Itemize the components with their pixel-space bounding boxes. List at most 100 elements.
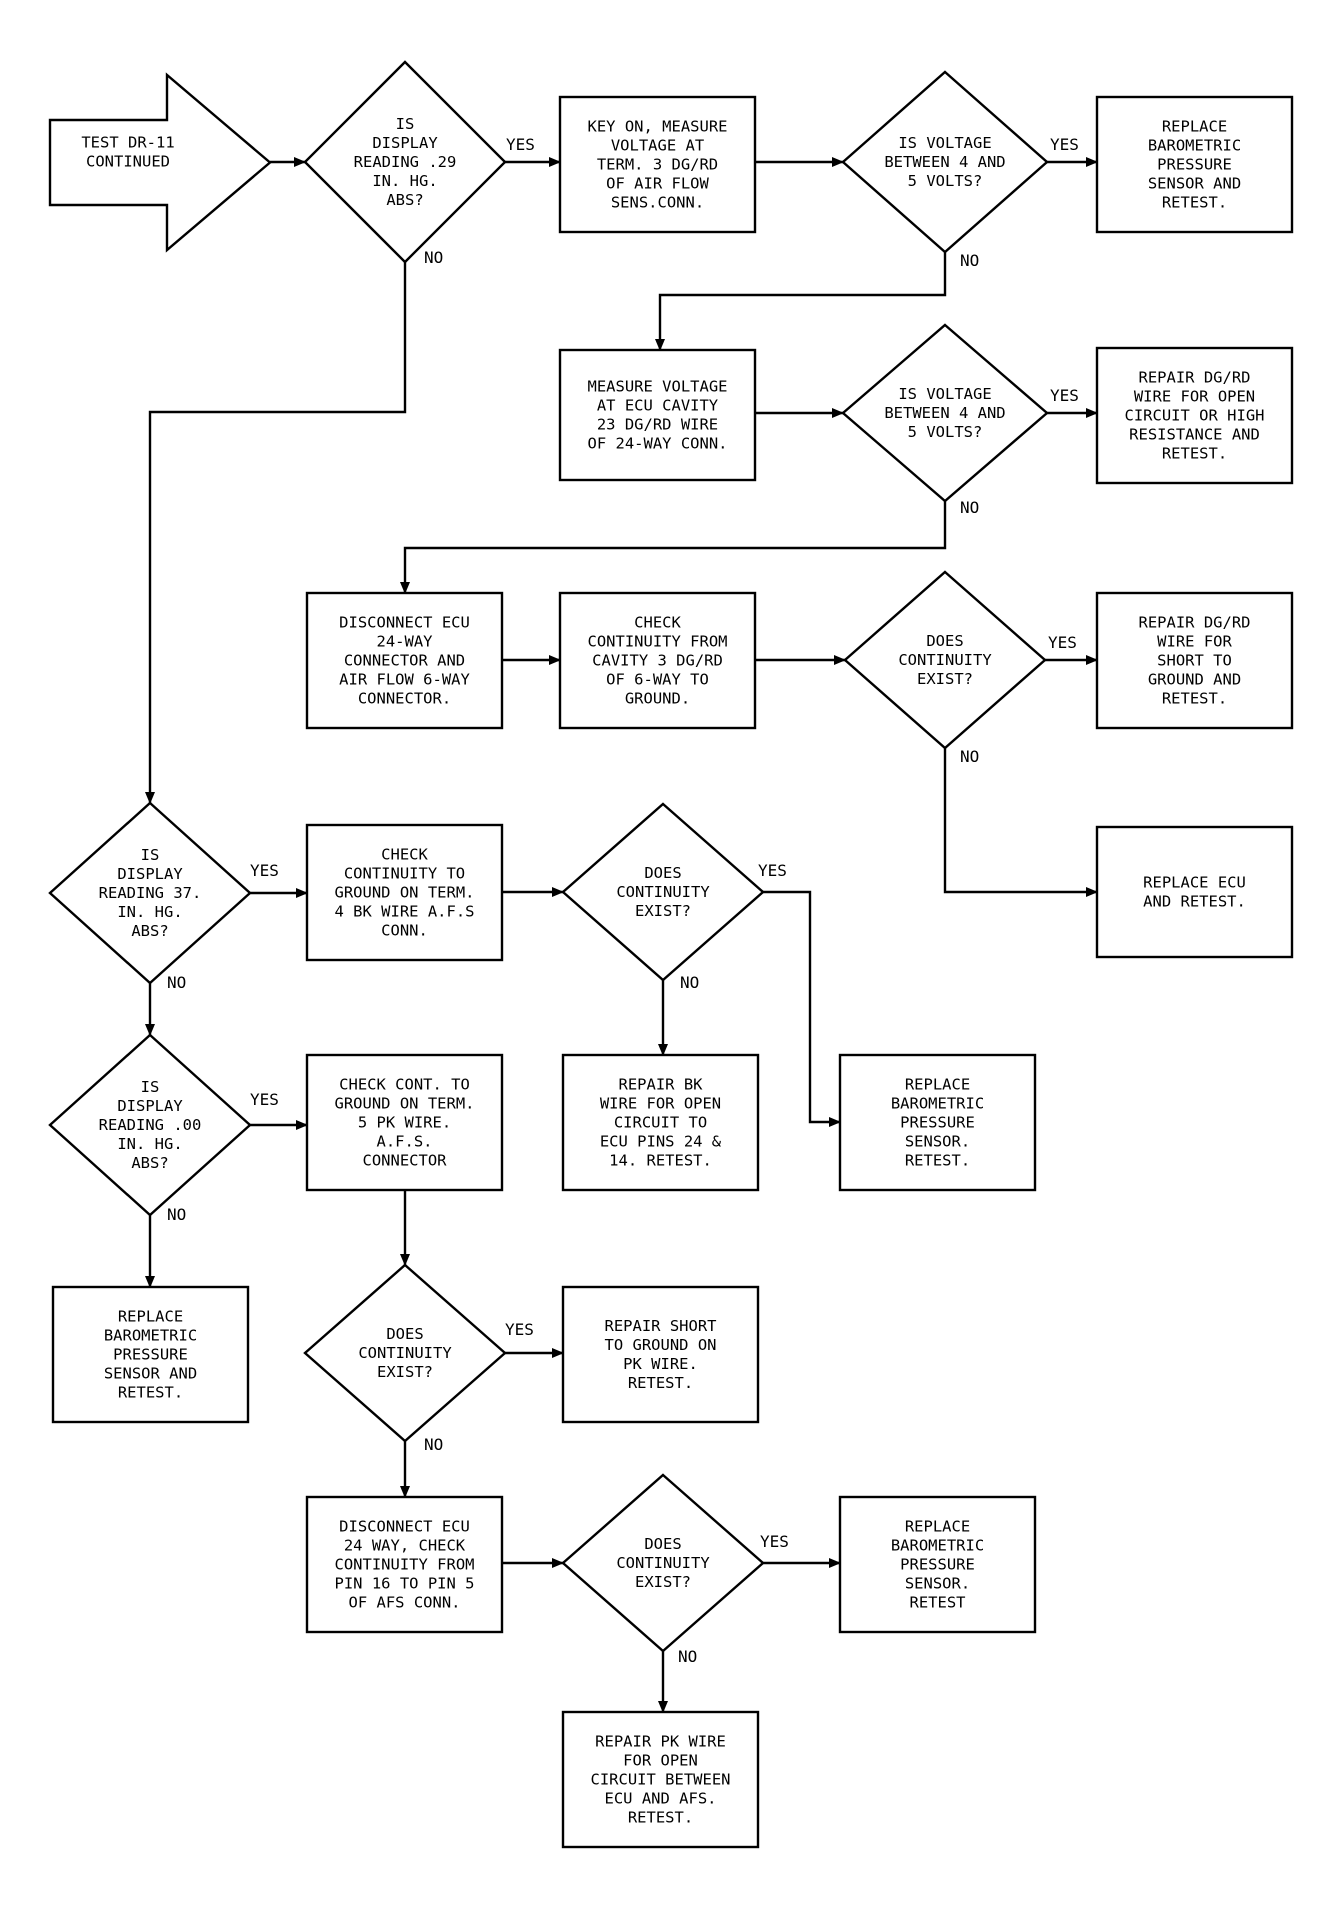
node-text-line: A.F.S. (377, 1133, 433, 1151)
node-text-line: CONTINUITY (616, 883, 710, 901)
node-text-line: CHECK (634, 614, 681, 632)
node-text-line: CAVITY 3 DG/RD (592, 652, 723, 670)
node-text-line: DOES (644, 864, 681, 882)
node-text-line: RETEST. (1162, 445, 1227, 463)
edge-voltage-1-no (655, 252, 947, 351)
yes-label-voltage-2: YES (1050, 386, 1079, 405)
node-text-line: IS VOLTAGE (898, 385, 991, 403)
edge-cont-2-yes (763, 890, 841, 1127)
node-text-line: WIRE FOR OPEN (600, 1095, 721, 1113)
node-text-line: BETWEEN 4 AND (884, 404, 1005, 422)
process-box (305, 1053, 504, 1192)
no-label-cont-1: NO (960, 747, 979, 766)
node-text-line: PRESSURE (113, 1346, 188, 1364)
node-text-line: RETEST. (1162, 194, 1227, 212)
node-text-line: REPLACE (1162, 118, 1227, 136)
node-text-line: DISCONNECT ECU (339, 1518, 470, 1536)
node-text-line: IN. HG. (117, 903, 182, 921)
process-box (1095, 95, 1294, 234)
node-text-line: REPAIR SHORT (605, 1317, 717, 1335)
node-text-line: IS (141, 1078, 160, 1096)
node-text-line: RETEST. (628, 1809, 693, 1827)
process-box (305, 591, 504, 730)
node-text-line: CIRCUIT OR HIGH (1125, 407, 1265, 425)
node-text-line: DOES (926, 632, 963, 650)
node-text-line: CHECK (381, 846, 428, 864)
node-text-line: REPLACE (905, 1518, 970, 1536)
no-label-display-00: NO (167, 1205, 186, 1224)
decision-diamond (561, 1473, 765, 1653)
node-text-line: DOES (644, 1535, 681, 1553)
node-text-line: SHORT TO (1157, 652, 1232, 670)
node-text-line: OF AIR FLOW (606, 175, 709, 193)
no-label-display-37: NO (167, 973, 186, 992)
node-text-line: CONTINUITY FROM (335, 1556, 475, 1574)
node-text-line: RETEST. (905, 1152, 970, 1170)
node-text-line: IS VOLTAGE (898, 134, 991, 152)
no-label-cont-4: NO (678, 1647, 697, 1666)
node-text-line: 14. RETEST. (609, 1152, 712, 1170)
node-text-line: READING .29 (354, 153, 457, 171)
edge-voltage-2-no (400, 501, 947, 594)
node-text-line: BAROMETRIC (891, 1537, 984, 1555)
yes-label-display-29: YES (506, 135, 535, 154)
node-text-line: BETWEEN 4 AND (884, 153, 1005, 171)
no-label-cont-2: NO (680, 973, 699, 992)
yes-label-display-00: YES (250, 1090, 279, 1109)
node-text-line: EXIST? (635, 1573, 691, 1591)
node-text-line: KEY ON, MEASURE (588, 118, 728, 136)
node-text-line: RESISTANCE AND (1129, 426, 1260, 444)
node-text-line: 24-WAY (377, 633, 434, 651)
node-text-line: 5 PK WIRE. (358, 1114, 451, 1132)
node-text-line: CONTINUITY TO (344, 865, 465, 883)
connectors (145, 157, 1098, 1713)
node-text-line: 24 WAY, CHECK (344, 1537, 466, 1555)
decision-diamond (303, 1263, 507, 1443)
node-text-line: IS (396, 115, 415, 133)
process-box (838, 1495, 1037, 1634)
decision-diamond (48, 801, 252, 985)
node-text-line: ABS? (131, 1154, 168, 1172)
node-text-line: CONTINUITY (898, 651, 992, 669)
node-text-line: EXIST? (377, 1363, 433, 1381)
node-text-line: REPLACE (905, 1076, 970, 1094)
node-text-line: SENSOR AND (104, 1365, 197, 1383)
node-text-line: 5 VOLTS? (908, 172, 983, 190)
node-text-line: GROUND ON TERM. (335, 884, 475, 902)
node-text-line: WIRE FOR OPEN (1134, 388, 1255, 406)
node-text-line: RETEST. (628, 1374, 693, 1392)
process-box (1095, 346, 1294, 485)
node-text-line: MEASURE VOLTAGE (588, 378, 728, 396)
node-text-line: AND RETEST. (1143, 893, 1246, 911)
node-text-line: DISPLAY (372, 134, 438, 152)
node-text-line: CONTINUITY (358, 1344, 452, 1362)
node-text-line: 4 BK WIRE A.F.S (335, 903, 475, 921)
node-text-line: CHECK CONT. TO (339, 1076, 470, 1094)
edge-labels: YESNOYESNOYESNOYESNOYESNOYESNOYESNOYESNO… (167, 135, 1079, 1666)
process-box (1095, 591, 1294, 730)
node-text-line: DISPLAY (117, 1097, 183, 1115)
yes-label-cont-4: YES (760, 1532, 789, 1551)
process-box (305, 823, 504, 962)
node-text-line: VOLTAGE AT (611, 137, 704, 155)
node-text-line: PIN 16 TO PIN 5 (335, 1575, 475, 1593)
yes-label-voltage-1: YES (1050, 135, 1079, 154)
decision-diamond (303, 60, 507, 264)
